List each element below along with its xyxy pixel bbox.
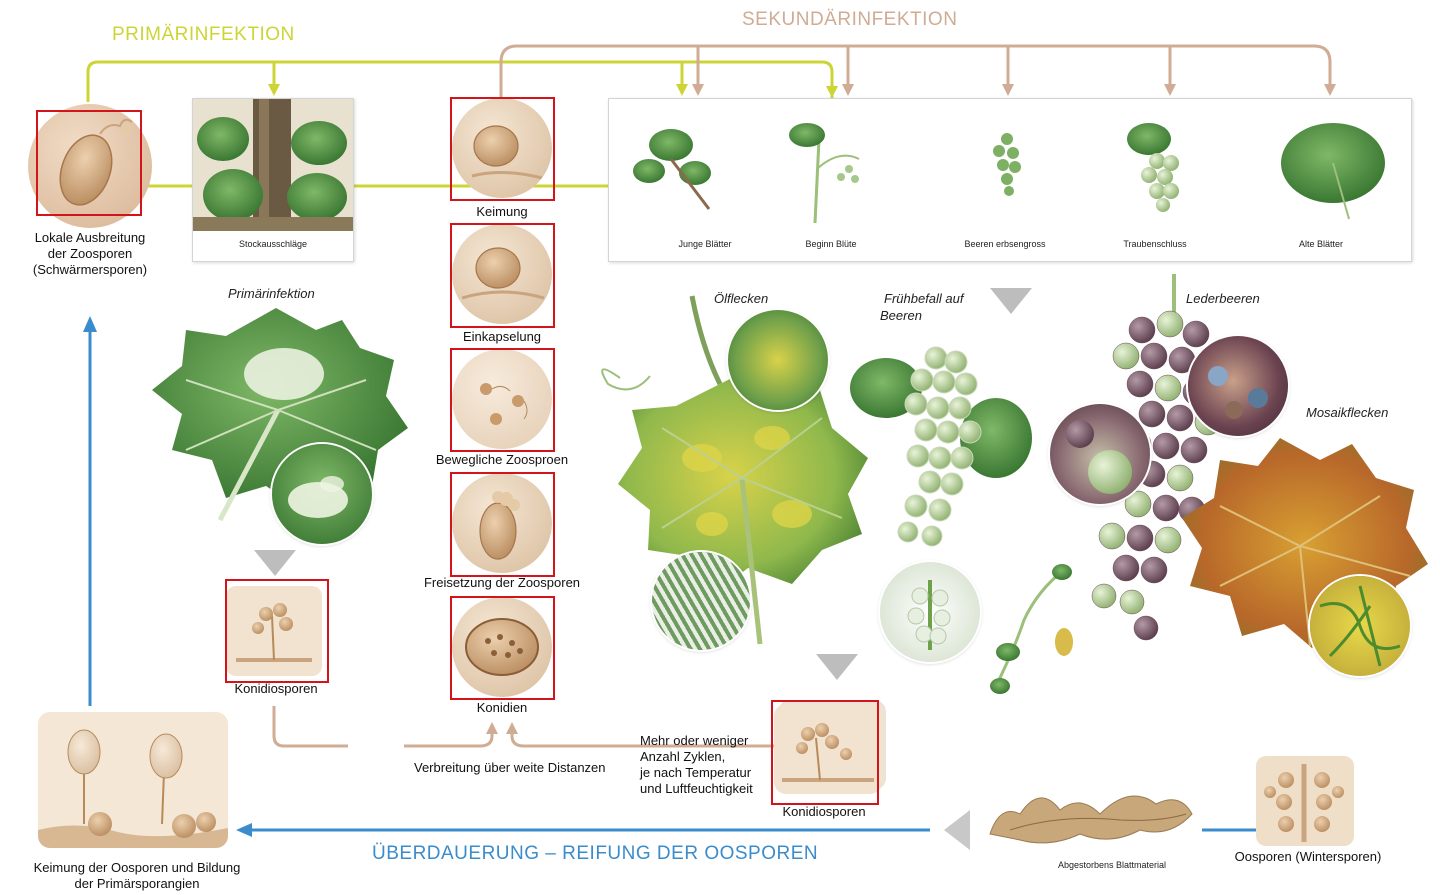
growth-stage-label: Alte Blätter [1271, 239, 1371, 249]
mosaic-spots-caption: Mosaikflecken [1306, 404, 1388, 421]
konidiosporen-right-label: Konidiosporen [762, 804, 886, 820]
early-berry-infection-caption: Frühbefall auf Beeren [884, 290, 964, 324]
highlight-box [450, 348, 555, 452]
growth-stage-label: Traubenschluss [1105, 239, 1205, 249]
stage-label: Einkapselung [430, 329, 574, 345]
stage-label: Freisetzung der Zoosporen [410, 575, 594, 591]
primary-infection-detail [272, 444, 372, 544]
highlight-box [225, 579, 329, 683]
shoot-sprig [984, 560, 1084, 700]
down-arrow-icon [990, 288, 1032, 314]
down-arrow-icon [254, 550, 296, 576]
konidiosporen-left-label: Konidiosporen [214, 681, 338, 697]
bunch-closure-icon [1127, 123, 1179, 212]
dead-leaf-label: Abgestorbens Blattmaterial [1032, 860, 1192, 870]
flowering-icon [789, 123, 859, 223]
primary-infection-title: PRIMÄRINFEKTION [112, 24, 295, 46]
stage-label: Bewegliche Zoosproen [420, 452, 584, 468]
highlight-box [450, 472, 555, 577]
stockausschlaege-panel: Stockausschläge [192, 98, 354, 262]
highlight-box [450, 596, 555, 700]
mosaic-spots-detail [1310, 576, 1410, 676]
zoospores-spread-label: Lokale Ausbreitung der Zoosporen (Schwär… [20, 230, 160, 278]
oospore-germination-illustration [38, 712, 228, 848]
dead-leaf-material [980, 774, 1200, 854]
highlight-box [771, 700, 879, 805]
overwintering-title: ÜBERDAUERUNG – REIFUNG DER OOSPOREN [372, 843, 818, 865]
highlight-box [36, 110, 142, 216]
oospore-germination-label: Keimung der Oosporen und Bildung der Pri… [6, 860, 268, 892]
berry-detail [1050, 404, 1150, 504]
young-leaves-icon [633, 129, 711, 209]
downy-mildew-detail [880, 562, 980, 662]
old-leaves-icon [1281, 123, 1385, 219]
long-distance-spread-label: Verbreitung über weite Distanzen [414, 760, 606, 776]
stage-label: Keimung [440, 204, 564, 220]
growth-stage-label: Beeren erbsengross [945, 239, 1065, 249]
highlight-box [450, 223, 555, 328]
highlight-box [450, 97, 555, 201]
growth-stage-label: Junge Blätter [655, 239, 755, 249]
stage-label: Konidien [440, 700, 564, 716]
leather-berries-detail [1188, 336, 1288, 436]
down-arrow-icon [816, 654, 858, 680]
secondary-infection-title: SEKUNDÄRINFEKTION [742, 9, 957, 31]
oospores-illustration [1256, 756, 1354, 846]
oil-spots-underside-detail [652, 552, 750, 650]
early-infection-cluster [846, 328, 1036, 588]
growth-stage-label: Beginn Blüte [781, 239, 881, 249]
pea-size-berries-icon [993, 133, 1021, 196]
left-arrow-icon [944, 810, 970, 850]
oospores-label: Oosporen (Wintersporen) [1220, 849, 1396, 865]
stockausschlaege-label: Stockausschläge [193, 239, 353, 249]
growth-stages-panel: Junge Blätter Beginn Blüte Beeren erbsen… [608, 98, 1412, 262]
oil-spots-detail [728, 310, 828, 410]
cycles-note: Mehr oder weniger Anzahl Zyklen, je nach… [640, 733, 753, 797]
